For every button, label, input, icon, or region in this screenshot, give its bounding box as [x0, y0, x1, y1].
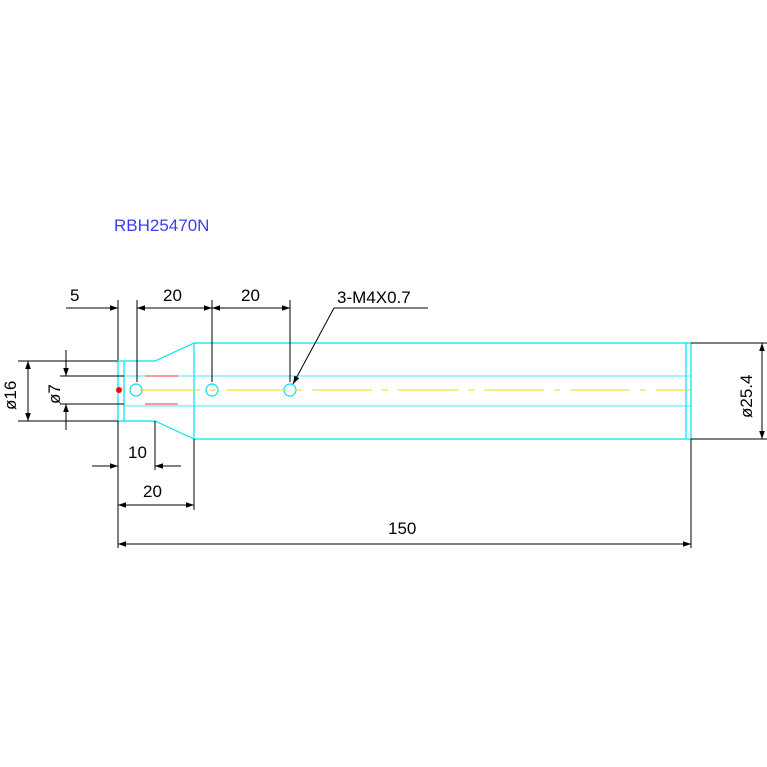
part-outline: [117, 342, 692, 440]
dim-length-10: 10: [128, 443, 147, 462]
dim-hole-spacing-1: 20: [163, 286, 182, 305]
dim-length-20: 20: [143, 482, 162, 501]
dimension-lines: [18, 300, 767, 548]
hidden-lines: [145, 375, 178, 405]
dim-diameter-25-4: ø25.4: [737, 375, 756, 418]
tapped-hole-2: [205, 383, 219, 397]
dim-thread-callout: 3-M4X0.7: [337, 288, 411, 307]
dim-total-length: 150: [388, 519, 416, 538]
drawing-sheet: [0, 213, 767, 548]
part-number-title: RBH25470N: [114, 216, 209, 235]
dim-diameter-16: ø16: [1, 381, 20, 410]
dim-hole-spacing-2: 20: [241, 286, 260, 305]
red-marker-dot: [116, 387, 122, 393]
dim-chamfer-length: 5: [70, 286, 79, 305]
dim-diameter-7: ø7: [45, 384, 64, 404]
